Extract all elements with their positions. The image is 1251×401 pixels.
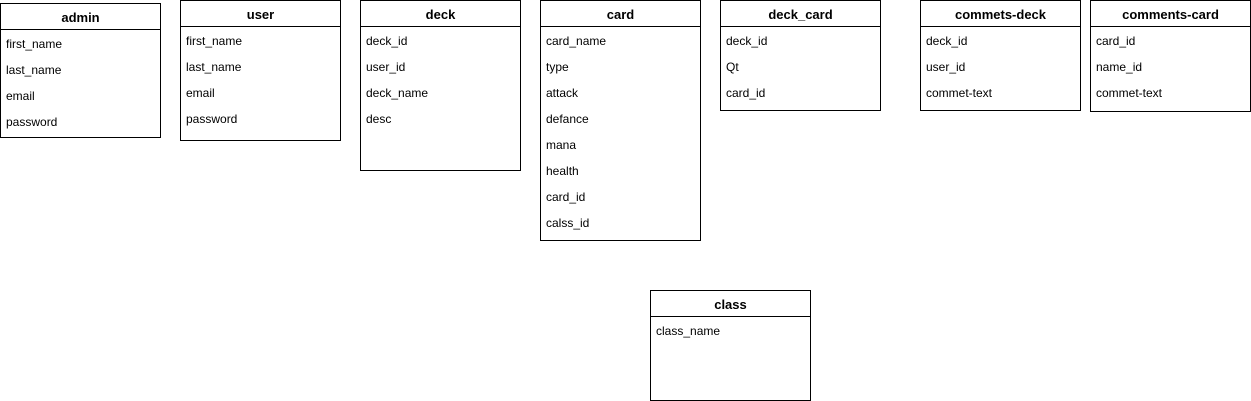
entity-class[interactable]: class class_name: [650, 290, 811, 401]
entity-title: deck_card: [721, 1, 880, 27]
field-row[interactable]: desc: [366, 112, 392, 126]
field-row[interactable]: first_name: [186, 34, 243, 48]
field-row[interactable]: defance: [546, 112, 589, 126]
field-row[interactable]: card_id: [726, 86, 766, 100]
field-row[interactable]: name_id: [1096, 60, 1143, 74]
entity-title: admin: [1, 4, 160, 30]
field-list: deck_id user_id commet-text: [921, 27, 1080, 106]
field-row[interactable]: user_id: [366, 60, 406, 74]
field-row[interactable]: last_name: [6, 63, 62, 77]
field-row[interactable]: calss_id: [546, 216, 590, 230]
field-row[interactable]: mana: [546, 138, 577, 152]
field-row[interactable]: password: [186, 112, 238, 126]
field-row[interactable]: commet-text: [926, 86, 993, 100]
entity-title: class: [651, 291, 810, 317]
entity-commets-deck[interactable]: commets-deck deck_id user_id commet-text: [920, 0, 1081, 111]
field-row[interactable]: first_name: [6, 37, 63, 51]
field-row[interactable]: type: [546, 60, 569, 74]
field-list: card_id name_id commet-text: [1091, 27, 1250, 106]
field-row[interactable]: Qt: [726, 60, 739, 74]
field-row[interactable]: card_id: [546, 190, 586, 204]
entity-title: card: [541, 1, 700, 27]
field-row[interactable]: last_name: [186, 60, 242, 74]
entity-title: commets-deck: [921, 1, 1080, 27]
field-row[interactable]: password: [6, 115, 58, 129]
entity-title: comments-card: [1091, 1, 1250, 27]
field-row[interactable]: attack: [546, 86, 579, 100]
field-row[interactable]: card_id: [1096, 34, 1136, 48]
field-row[interactable]: class_name: [656, 324, 721, 338]
field-row[interactable]: email: [186, 86, 215, 100]
field-row[interactable]: deck_name: [366, 86, 429, 100]
field-list: class_name: [651, 317, 810, 344]
entity-comments-card[interactable]: comments-card card_id name_id commet-text: [1090, 0, 1251, 112]
field-row[interactable]: deck_id: [366, 34, 408, 48]
field-row[interactable]: deck_id: [726, 34, 768, 48]
field-row[interactable]: deck_id: [926, 34, 968, 48]
field-row[interactable]: commet-text: [1096, 86, 1163, 100]
entity-title: deck: [361, 1, 520, 27]
field-row[interactable]: card_name: [546, 34, 607, 48]
field-row[interactable]: user_id: [926, 60, 966, 74]
field-row[interactable]: health: [546, 164, 579, 178]
field-row[interactable]: email: [6, 89, 35, 103]
entity-title: user: [181, 1, 340, 27]
